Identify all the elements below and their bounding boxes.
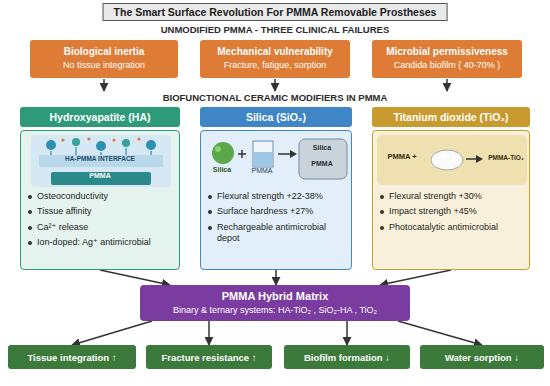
illustration-ground [377, 135, 527, 185]
tio2-powder [431, 150, 463, 170]
box-heading: Hydroxyapatite (HA) [50, 111, 151, 123]
process-arrow [476, 155, 483, 163]
hybrid-matrix-box: PMMA Hybrid MatrixBinary & ternary syste… [140, 285, 410, 321]
box-heading: Tissue integration ↑ [27, 352, 116, 363]
ion-dot [61, 138, 64, 141]
section-label: BIOFUNCTIONAL CERAMIC MODIFIERS IN PMMA [163, 93, 388, 104]
property-panel: OsteoconductivityTissue affinityCa²⁺ rel… [20, 130, 180, 270]
modifier-header: Silica (SiO₂) [200, 107, 352, 127]
bullet-item: Photocatalytic antimicrobial [389, 222, 523, 233]
composite-block [299, 139, 347, 179]
illustration-ground [31, 135, 171, 187]
box-heading: Fracture resistance ↑ [161, 352, 256, 363]
bond-line [50, 151, 51, 155]
box-text: No tissue integration [63, 60, 145, 71]
failure-box: Mechanical vulnerabilityFracture, fatigu… [200, 40, 350, 78]
beaker [253, 141, 273, 167]
illustration-label: HA-PMMA INTERFACE [65, 155, 135, 162]
ha-particle [46, 140, 56, 150]
outcome-box: Water sorption ↓ [420, 345, 544, 369]
illustration-label: PMMA + [387, 153, 416, 162]
process-arrow [290, 150, 297, 158]
property-panel: Flexural strength +30% Impact strength +4… [372, 130, 530, 270]
illustration-label: Silica [313, 144, 331, 152]
connector-arrow [346, 321, 348, 345]
bullet-item: Ion-doped: Ag⁺ antimicrobial [37, 237, 173, 248]
bullet-item: Impact strength +45% [389, 206, 523, 217]
illustration-label: Silica [213, 166, 231, 174]
bond-line [150, 151, 151, 155]
box-heading: Water sorption ↓ [445, 352, 519, 363]
failure-box: Microbial permissivenessCandida biofilm … [372, 40, 522, 78]
illustration-label: PMMA [311, 160, 332, 168]
connector-arrow [72, 321, 152, 345]
modifier-header: Titanium dioxide (TiO₂) [372, 107, 530, 127]
ion-dot [112, 138, 115, 141]
silica-blob [215, 146, 221, 152]
section-label: UNMODIFIED PMMA - THREE CLINICAL FAILURE… [161, 25, 390, 36]
plus-sign [241, 150, 243, 158]
ha-particle [122, 139, 130, 147]
process-arrow [466, 158, 477, 160]
connector-arrow [398, 321, 482, 345]
bullet-item: Flexural strength +30% [389, 191, 523, 202]
illustration-label: PMMA-TiO₂ [488, 154, 524, 161]
bullet-item: Osteoconductivity [37, 191, 173, 202]
bullet-item: Surface hardness +27% [217, 206, 345, 217]
process-arrow [278, 153, 291, 155]
outcome-box: Tissue integration ↑ [8, 345, 136, 369]
bullet-item: Flexural strength +22-38% [217, 191, 345, 202]
outcome-box: Biofilm formation ↓ [284, 345, 410, 369]
down-arrow [446, 79, 448, 91]
silica-blob [212, 142, 234, 164]
down-arrow [103, 79, 105, 91]
box-heading: Microbial permissiveness [386, 46, 508, 58]
ha-particle [146, 140, 156, 150]
ion-dot [137, 137, 140, 140]
box-heading: Biological inertia [64, 46, 145, 58]
bond-line [125, 148, 126, 155]
box-heading: Mechanical vulnerability [217, 46, 333, 58]
ha-particle [72, 138, 80, 146]
box-heading: Titanium dioxide (TiO₂) [393, 111, 508, 123]
beaker-liquid [254, 152, 272, 166]
pmma-bar [51, 172, 151, 185]
illustration-label: PMMA [252, 167, 273, 175]
outcome-box: Fracture resistance ↑ [146, 345, 272, 369]
interface-band [39, 155, 163, 167]
diagram-title: The Smart Surface Revolution For PMMA Re… [103, 3, 448, 21]
box-text: Candida biofilm ( 40-70% ) [394, 60, 501, 71]
ha-particle [96, 141, 106, 151]
down-arrow [274, 79, 276, 91]
connector-arrow [208, 321, 210, 345]
box-heading: Silica (SiO₂) [246, 111, 306, 123]
bond-line [75, 147, 76, 155]
connector-arrow [380, 270, 451, 285]
box-heading: PMMA Hybrid Matrix [222, 290, 329, 303]
ion-dot [87, 137, 90, 140]
failure-box: Biological inertia No tissue integration [30, 40, 178, 78]
connector-arrow [100, 270, 170, 285]
box-text: Fracture, fatigue, sorption [224, 60, 327, 71]
connector-arrow [275, 270, 277, 285]
illustration-label: PMMA [89, 172, 110, 180]
modifier-header: Hydroxyapatite (HA) [20, 107, 180, 127]
box-heading: Biofilm formation ↓ [304, 352, 390, 363]
bullet-item: Ca²⁺ release [37, 222, 173, 233]
bullet-item: Tissue affinity [37, 206, 173, 217]
bullet-item: Rechargeable antimicrobial depot [217, 222, 345, 245]
tio2-powder [437, 153, 449, 159]
bond-line [100, 152, 101, 155]
box-text: Binary & ternary systems: HA-TiO₂ , SiO₂… [173, 305, 377, 316]
